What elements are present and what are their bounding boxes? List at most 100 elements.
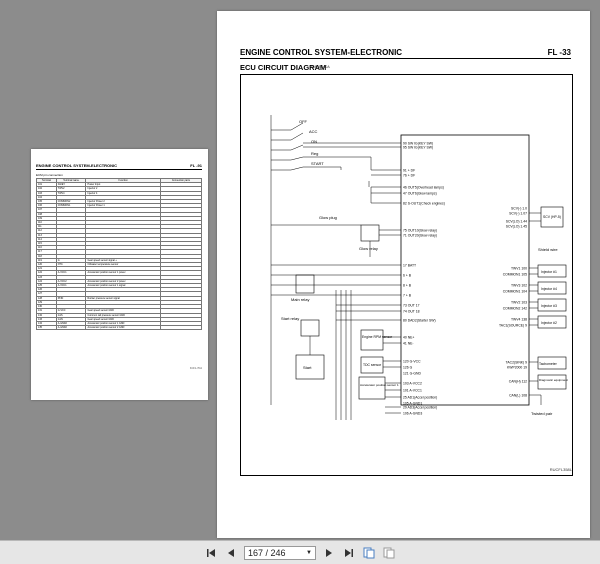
switch-label: START xyxy=(311,161,324,166)
document-viewer[interactable]: ENGINE CONTROL SYSTEM-ELECTRONIC FL -91 … xyxy=(0,0,600,540)
table-cell: Accelerator position sensor 2 GND xyxy=(85,325,161,331)
ecu-pin-label: 25 AD1(Accel position) xyxy=(403,395,437,399)
ecu-pin-label: TAC1(SOURCE) 9 xyxy=(499,323,527,327)
injector-label: Injector #4 xyxy=(541,287,557,291)
ecu-pin-label: 103 A-VCC2 xyxy=(403,381,422,385)
ecu-pin-label: CAN(L) 108 xyxy=(509,393,527,397)
glow-relay-label: Glow relay xyxy=(359,246,378,251)
ecu-pin-label: 121 G-GND xyxy=(403,371,421,375)
ecu-pin-label: TAC2(SINK) 9 xyxy=(506,360,528,364)
table-cell xyxy=(159,325,203,331)
fit-width-icon[interactable] xyxy=(382,546,396,560)
fit-page-icon[interactable] xyxy=(362,546,376,560)
previous-page[interactable]: ENGINE CONTROL SYSTEM-ELECTRONIC FL -91 … xyxy=(31,149,208,400)
ignition-switch: OFF ACC ON Reg START xyxy=(270,115,324,405)
shield-wire-label: Shield wire xyxy=(538,247,558,252)
pin-table: Terminal Terminal name Function Connecti… xyxy=(36,177,203,331)
injector-label: Injector #3 xyxy=(541,304,557,308)
main-relay: Main relay xyxy=(291,274,315,302)
navigation-toolbar: 167 / 246 ▼ xyxy=(0,540,600,564)
ecu-pin-label: SCV(LO) 1.44 xyxy=(506,219,527,223)
ecu-pin-label: 6 + B xyxy=(403,273,412,277)
tachometer-group: Tachometer Diagnostic equipment Twisted … xyxy=(529,356,568,416)
ecu-pin-label: 29 AD3(Accel position) xyxy=(403,405,437,409)
table-caption: ECM pin connection xyxy=(36,173,63,177)
ecu-pin-label: CAN(H) 112 xyxy=(509,379,527,383)
ecu-pin-label: 73 OUT 17 xyxy=(403,303,420,307)
page-footer-code: KCF1-7DA xyxy=(189,367,202,370)
start-relay-label: Start relay xyxy=(281,316,299,321)
twisted-pair-label: Twisted pair xyxy=(531,411,553,416)
page-number-display: 167 / 246 xyxy=(248,547,286,558)
first-page-icon[interactable] xyxy=(204,546,218,560)
page-header: ENGINE CONTROL SYSTEM-ELECTRONIC FL -91 xyxy=(36,163,202,170)
page-number: FL -91 xyxy=(190,163,202,168)
ecu-pin-label: 80 DAD2(Starter SW) xyxy=(403,318,436,322)
ecu-pin-label: 95 SW IG(KEY SW) xyxy=(403,145,433,149)
diagnostic-label: Diagnostic equipment xyxy=(539,378,568,382)
ecu-pin-label: 47 OUT6(Glow lamps) xyxy=(403,191,437,195)
scv-label: SCV (HP-5) xyxy=(543,215,561,219)
ecu-pin-label: SCV(-) 1.0 xyxy=(511,206,527,210)
page-header-title: ENGINE CONTROL SYSTEM-ELECTRONIC xyxy=(240,48,403,57)
start-relay: Start relay Start xyxy=(281,316,325,380)
current-page[interactable]: ENGINE CONTROL SYSTEM-ELECTRONIC FL -33 … xyxy=(217,11,590,538)
switch-label: ACC xyxy=(309,129,318,134)
column-header: Terminal xyxy=(36,177,57,184)
switch-label: Reg xyxy=(311,151,318,156)
page-header: ENGINE CONTROL SYSTEM-ELECTRONIC FL -33 xyxy=(240,48,571,59)
ecu-left-pin-labels: 90 SW IG(KEY SW)95 SW IG(KEY SW)91 + DF7… xyxy=(403,141,445,415)
ecu-pin-label: 76 + DF xyxy=(403,173,415,177)
glow-plug-label: Glow plug xyxy=(319,215,337,220)
ecu-pin-label: 106 A-GND3 xyxy=(403,411,422,415)
column-header: Connection parts xyxy=(159,177,203,184)
ecu-box xyxy=(400,134,530,406)
ecu-pin-label: TWV4 138 xyxy=(511,317,527,321)
diagram-title: ECU CIRCUIT DIAGRAM xyxy=(240,63,327,72)
ecu-pin-label: COMMON1 104 xyxy=(503,289,527,293)
chevron-down-icon: ▼ xyxy=(306,549,312,556)
ecu-pin-label: TWV2 103 xyxy=(511,300,527,304)
ecu-pin-label: 91 + DF xyxy=(403,168,415,172)
ecu-pin-label: 74 OUT 18 xyxy=(403,309,420,313)
tachometer-label: Tachometer xyxy=(539,362,558,366)
main-relay-label: Main relay xyxy=(291,297,309,302)
ecu-pin-label: 40 NE+ xyxy=(403,335,414,339)
ecu-pin-label: SCV(LO) 1.45 xyxy=(506,224,527,228)
page-footer-code: RUCFL358L xyxy=(549,467,572,472)
sensor-group: Engine RPM sensor TDC sensor Accelerator… xyxy=(358,329,401,414)
diagram-code: EMAEC60A xyxy=(311,65,330,69)
ecu-pin-label: 17 BATT xyxy=(403,263,416,267)
ecu-pin-label: 71 OUT20(Glow relay) xyxy=(403,233,437,237)
sensor-label: TDC sensor xyxy=(363,363,382,367)
scv-component: SCV (HP-5) xyxy=(529,206,564,228)
prev-page-icon[interactable] xyxy=(224,546,238,560)
ecu-circuit-diagram: OFF ACC ON Reg START Glow plug Glow rela… xyxy=(240,74,573,476)
switch-label: ON xyxy=(311,139,317,144)
ecu-pin-label: 41 NE- xyxy=(403,341,414,345)
sensor-label: Accelerator position sensor 1 xyxy=(360,383,399,387)
injector-label: Injector #1 xyxy=(541,270,557,274)
ecu-pin-label: TWV3 102 xyxy=(511,283,527,287)
table-header-row: Terminal Terminal name Function Connecti… xyxy=(36,177,203,184)
ecu-pin-label: COMMON2 142 xyxy=(503,306,527,310)
injector-group: Shield wire Injector #1 Injector #4 Inje… xyxy=(529,247,567,329)
page-number: FL -33 xyxy=(547,48,571,57)
ecu-pin-label: 7 + B xyxy=(403,293,412,297)
table-cell: A-GND2 xyxy=(55,325,87,331)
starter-label: Start xyxy=(303,365,312,370)
ecu-pin-label: 75 OUT10(Glow relay) xyxy=(403,228,437,232)
last-page-icon[interactable] xyxy=(342,546,356,560)
next-page-icon[interactable] xyxy=(322,546,336,560)
ecu-pin-label: 82 S-OUT1(Check engines) xyxy=(403,201,445,205)
glow-section: Glow plug Glow relay xyxy=(271,215,401,257)
page-number-select[interactable]: 167 / 246 ▼ xyxy=(244,545,316,560)
sensor-label: Engine RPM sensor xyxy=(362,335,393,339)
switch-label: OFF xyxy=(299,119,308,124)
page-header-title: ENGINE CONTROL SYSTEM-ELECTRONIC xyxy=(36,163,118,168)
